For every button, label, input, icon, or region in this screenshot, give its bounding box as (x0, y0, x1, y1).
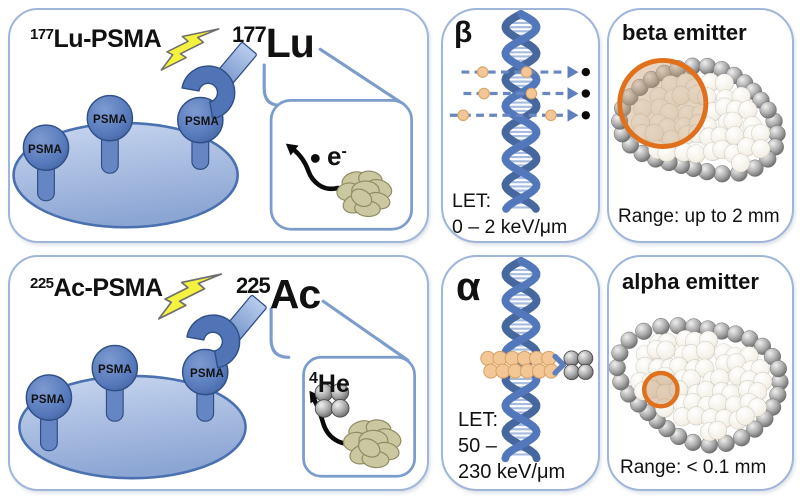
psma-receptor-label: PSMA (189, 368, 225, 380)
electron-label: e- (327, 138, 347, 170)
panel-beta-emitter: beta emitter Range: up to 2 mm (607, 8, 794, 243)
alpha-symbol: α (456, 265, 481, 309)
psma-receptor-label: PSMA (27, 144, 63, 156)
electron-symbol: e (327, 141, 342, 171)
alpha-let-value-2: 230 keV/μm (458, 461, 566, 483)
ac-cell-graphic (18, 294, 416, 480)
alpha-range-text: Range: < 0.1 mm (620, 457, 767, 478)
psma-receptor-label: PSMA (92, 114, 128, 126)
helium-label: 4He (309, 365, 350, 398)
lu-isotope-mass-number: 177 (232, 22, 267, 47)
lightning-bolt-icon (157, 273, 223, 320)
alpha-emitter-title: alpha emitter (622, 269, 759, 294)
alpha-let-label: LET: (458, 409, 499, 431)
lu-title-mass-number: 177 (30, 26, 54, 43)
beta-emitter-title: beta emitter (622, 20, 747, 45)
panel-lu-psma: 177Lu-PSMA 177Lu PSMA PSMA PSMA e- (8, 8, 429, 243)
alpha-tumor-graphic (609, 317, 789, 454)
ac-title-text: Ac-PSMA (53, 274, 164, 302)
ac-title-mass-number: 225 (30, 275, 54, 292)
ac-isotope-symbol: Ac (269, 271, 321, 317)
helium-mass-number: 4 (309, 370, 318, 387)
helium-symbol: He (317, 370, 350, 398)
beta-tumor-graphic (611, 57, 786, 183)
beta-let-text: LET: 0 – 2 keV/μm (452, 188, 567, 240)
beta-symbol: β (454, 16, 473, 49)
psma-receptor-label: PSMA (30, 394, 66, 406)
lu-cell-graphic (12, 42, 414, 231)
panel-ac-psma: 225Ac-PSMA 225Ac PSMA PSMA PSMA 4He (8, 255, 429, 491)
lu-title-text: Lu-PSMA (53, 25, 162, 53)
panel-beta-dna-track: β LET: 0 – 2 keV/μm (441, 8, 600, 243)
panel-alpha-emitter: alpha emitter Range: < 0.1 mm (607, 255, 794, 491)
lu-psma-title: 177Lu-PSMA (30, 20, 162, 54)
lu-isotope-label: 177Lu (232, 12, 315, 76)
beta-let-value: 0 – 2 keV/μm (452, 216, 568, 238)
alpha-let-text: LET: 50 – 230 keV/μm (458, 407, 565, 485)
beta-track-graphic (449, 10, 591, 213)
alpha-let-value-1: 50 – (458, 435, 497, 457)
psma-receptor-label: PSMA (184, 116, 220, 128)
ac-isotope-mass-number: 225 (236, 273, 271, 298)
alpha-track-graphic (480, 257, 594, 463)
ac-psma-title: 225Ac-PSMA (30, 269, 163, 303)
lu-isotope-symbol: Lu (265, 20, 315, 66)
ac-isotope-label: 225Ac (236, 263, 321, 327)
psma-receptor-label: PSMA (97, 364, 133, 376)
panel-alpha-dna-track: α LET: 50 – 230 keV/μm (441, 255, 600, 491)
beta-let-label: LET: (452, 190, 492, 212)
electron-charge-sup: - (341, 143, 347, 160)
beta-range-text: Range: up to 2 mm (618, 206, 780, 227)
lightning-bolt-icon (160, 28, 220, 71)
